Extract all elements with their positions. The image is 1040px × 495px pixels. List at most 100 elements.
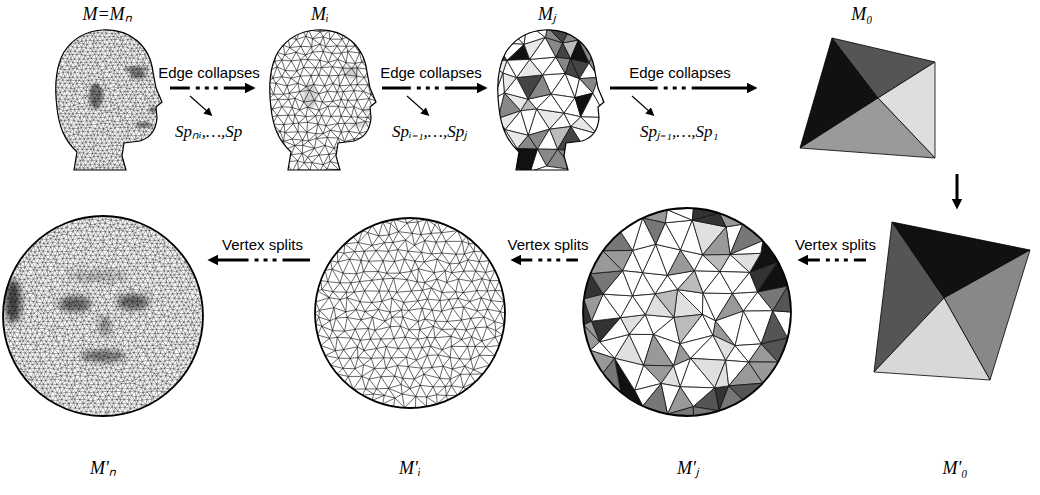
mesh-face <box>603 358 621 392</box>
mesh-face <box>678 271 704 294</box>
mesh-face <box>680 358 715 387</box>
mesh-label: Mᵢ <box>311 4 329 26</box>
head-mesh <box>45 21 169 176</box>
leader-arrow <box>407 96 425 112</box>
face-shading <box>344 71 360 79</box>
flow-arrow <box>215 259 310 262</box>
sphere-fill <box>3 216 203 416</box>
split-leader-arrows <box>190 96 650 112</box>
mesh-face <box>574 22 595 40</box>
mesh-face <box>674 290 702 318</box>
split-sequence-label: Spᵢ₋₁,…,Spⱼ <box>392 122 467 142</box>
edge-label: Vertex splits <box>220 236 305 254</box>
mesh-face <box>488 130 505 146</box>
mesh-face <box>621 218 643 251</box>
mesh-node: Mᵢ <box>258 2 380 172</box>
flow-arrow <box>956 174 959 202</box>
face-shading <box>81 350 125 362</box>
mesh-label: M=Mₙ <box>82 4 131 26</box>
face-shading <box>68 270 128 282</box>
mesh-face <box>486 61 493 131</box>
sphere-outline <box>315 218 505 408</box>
mesh-node: M′ₙ <box>2 212 205 490</box>
mesh-face <box>496 43 524 61</box>
leader-arrow <box>632 96 650 112</box>
mesh-face <box>730 241 763 255</box>
mesh-face <box>486 27 496 61</box>
wireframe <box>258 20 384 173</box>
sphere-outline <box>583 208 791 416</box>
leader-arrow <box>190 96 208 112</box>
mesh-label: Mⱼ <box>538 4 556 26</box>
mesh-node: M₀ <box>760 2 975 172</box>
face-shading <box>89 83 103 109</box>
mesh-face <box>578 25 600 42</box>
tetra-face <box>874 298 990 380</box>
mesh-face <box>593 78 607 118</box>
face-shading <box>338 67 362 72</box>
mesh-face <box>584 294 603 321</box>
mesh-label: M′ⱼ <box>677 458 699 480</box>
face-shading <box>59 296 91 312</box>
mesh-face <box>603 250 633 270</box>
mesh-node: M′₀ <box>868 212 1036 490</box>
sphere-fill <box>583 208 791 416</box>
mesh-face <box>537 129 557 149</box>
mesh-face <box>486 60 507 73</box>
head-mesh <box>485 22 606 172</box>
face-shading <box>130 71 146 79</box>
wireframe <box>315 218 505 408</box>
mesh-label: M′₀ <box>942 458 967 480</box>
mesh-face <box>558 127 588 154</box>
mesh-node: M′ᵢ <box>312 212 508 490</box>
mesh-face <box>678 290 704 315</box>
mesh-face <box>692 213 726 227</box>
face-shading <box>124 67 148 72</box>
mesh-face <box>703 227 731 255</box>
head-mesh <box>258 20 384 173</box>
mesh-face <box>703 255 731 272</box>
tetrahedron-sphere-base <box>874 222 1030 380</box>
edge-label: Vertex splits <box>506 236 591 254</box>
mesh-face <box>730 253 761 272</box>
mesh-face <box>590 271 622 294</box>
edge-label: Edge collapses <box>627 64 733 82</box>
mesh-node: M=Mₙ <box>48 2 168 172</box>
mesh-face <box>485 145 505 166</box>
face-shading <box>99 315 111 337</box>
mesh-face <box>485 61 487 164</box>
split-sequence-label: Spₙᵢ,…,Sp <box>175 122 242 142</box>
face-shading <box>303 83 317 109</box>
mesh-face <box>749 362 779 383</box>
mesh-face <box>488 25 504 43</box>
edge-label: Edge collapses <box>156 64 262 82</box>
tetra-face <box>800 98 935 158</box>
flow-arrow <box>805 259 866 262</box>
mesh-node: M′ⱼ <box>580 212 795 490</box>
wireframe <box>45 21 169 176</box>
sphere-fill <box>315 218 505 408</box>
sphere-mesh <box>3 216 203 416</box>
mesh-face <box>496 25 524 45</box>
mesh-face <box>488 99 499 131</box>
mesh-face <box>588 153 603 167</box>
mesh-face <box>598 118 607 155</box>
face-shading <box>349 123 367 128</box>
mesh-face <box>581 117 607 134</box>
mesh-face <box>644 335 674 366</box>
wireframe <box>3 216 203 416</box>
flow-arrow <box>610 87 750 90</box>
mesh-face <box>575 153 594 170</box>
flow-arrow <box>382 87 480 90</box>
mesh-face <box>643 273 668 294</box>
head-outline <box>498 30 604 170</box>
sphere-mesh <box>315 218 505 408</box>
mesh-face <box>486 43 507 61</box>
face-shading <box>117 294 149 310</box>
flow-arrow <box>518 259 578 262</box>
edge-label: Vertex splits <box>793 236 878 254</box>
mesh-face <box>507 59 530 77</box>
head-outline <box>56 30 162 170</box>
sphere-outline <box>3 216 203 416</box>
